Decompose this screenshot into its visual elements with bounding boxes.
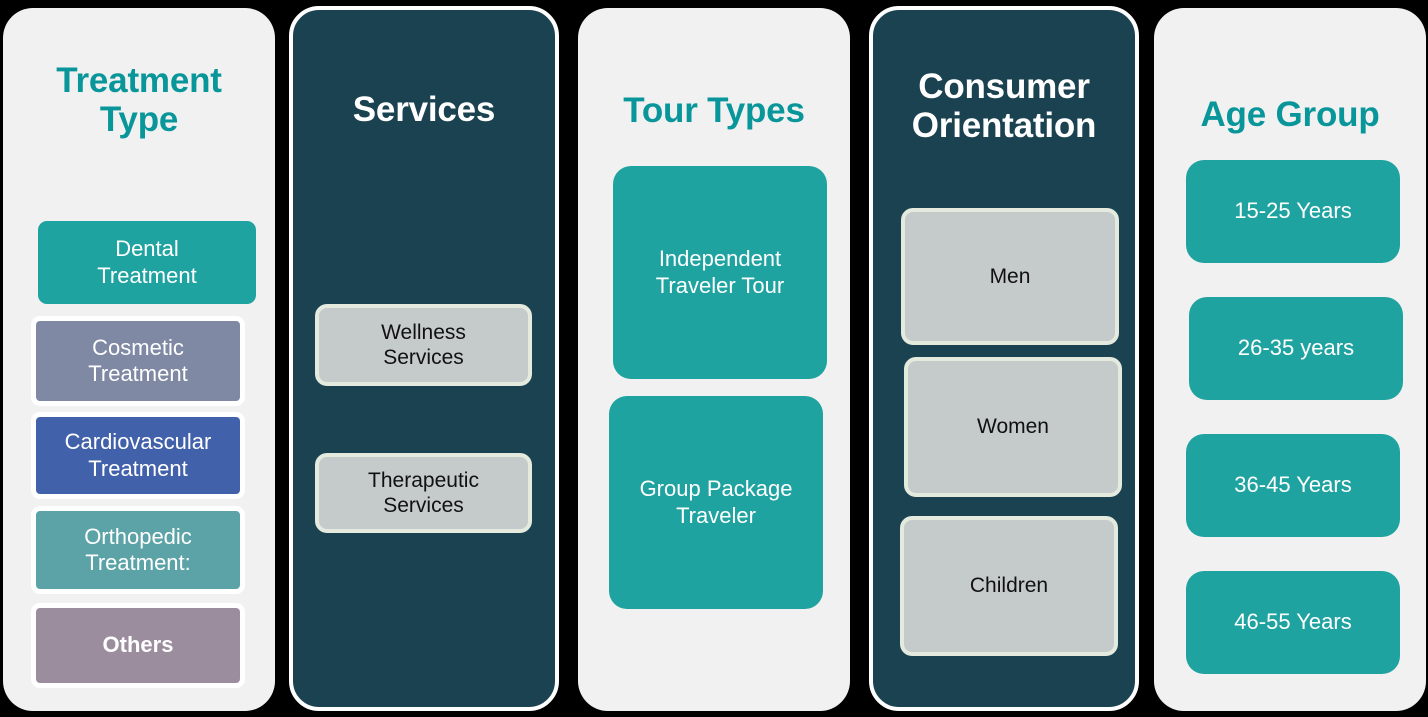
box-age-36-45[interactable]: 36-45 Years xyxy=(1186,434,1400,537)
box-label: 26-35 years xyxy=(1237,335,1355,361)
panel-consumer-orientation: Consumer Orientation Men Women Children xyxy=(869,6,1139,711)
box-label: Cardiovascular Treatment xyxy=(64,429,212,481)
box-age-15-25[interactable]: 15-25 Years xyxy=(1186,160,1400,263)
box-label: 36-45 Years xyxy=(1234,472,1352,498)
panel-services: Services Wellness Services Therapeutic S… xyxy=(289,6,559,711)
box-label: Dental Treatment xyxy=(97,236,197,288)
box-cosmetic-treatment[interactable]: Cosmetic Treatment xyxy=(31,316,245,406)
box-independent-traveler-tour[interactable]: Independent Traveler Tour xyxy=(613,166,827,379)
box-label: Therapeutic Services xyxy=(368,468,479,517)
box-cardiovascular-treatment[interactable]: Cardiovascular Treatment xyxy=(31,412,245,499)
box-men[interactable]: Men xyxy=(901,208,1119,345)
box-label: Children xyxy=(969,574,1049,598)
box-children[interactable]: Children xyxy=(900,516,1118,656)
box-age-26-35[interactable]: 26-35 years xyxy=(1189,297,1403,400)
box-label: 46-55 Years xyxy=(1234,609,1352,635)
box-wellness-services[interactable]: Wellness Services xyxy=(315,304,532,386)
panel-tour-types: Tour Types Independent Traveler Tour Gro… xyxy=(578,8,850,711)
box-label: Wellness Services xyxy=(381,320,466,369)
panel-title-consumer-orientation: Consumer Orientation xyxy=(911,67,1097,146)
box-label: Cosmetic Treatment xyxy=(88,334,188,386)
box-age-46-55[interactable]: 46-55 Years xyxy=(1186,571,1400,674)
panel-title-treatment-type: Treatment Type xyxy=(56,61,222,140)
box-label: Women xyxy=(977,415,1049,439)
box-label: Independent Traveler Tour xyxy=(655,246,785,298)
box-women[interactable]: Women xyxy=(904,357,1122,497)
box-others[interactable]: Others xyxy=(31,603,245,688)
box-dental-treatment[interactable]: Dental Treatment xyxy=(38,221,256,304)
box-label: Orthopedic Treatment: xyxy=(84,523,192,575)
box-label: Others xyxy=(102,632,174,658)
panel-treatment-type: Treatment Type Dental Treatment Cosmetic… xyxy=(3,8,275,711)
panel-title-tour-types: Tour Types xyxy=(623,91,805,130)
box-therapeutic-services[interactable]: Therapeutic Services xyxy=(315,453,532,533)
box-group-package-traveler[interactable]: Group Package Traveler xyxy=(609,396,823,609)
panel-title-age-group: Age Group xyxy=(1200,95,1380,134)
box-orthopedic-treatment[interactable]: Orthopedic Treatment: xyxy=(31,506,245,594)
box-label: 15-25 Years xyxy=(1234,198,1352,224)
box-label: Men xyxy=(989,264,1031,288)
box-label: Group Package Traveler xyxy=(639,476,793,528)
panel-age-group: Age Group 15-25 Years 26-35 years 36-45 … xyxy=(1154,8,1426,711)
panel-title-services: Services xyxy=(352,90,496,129)
